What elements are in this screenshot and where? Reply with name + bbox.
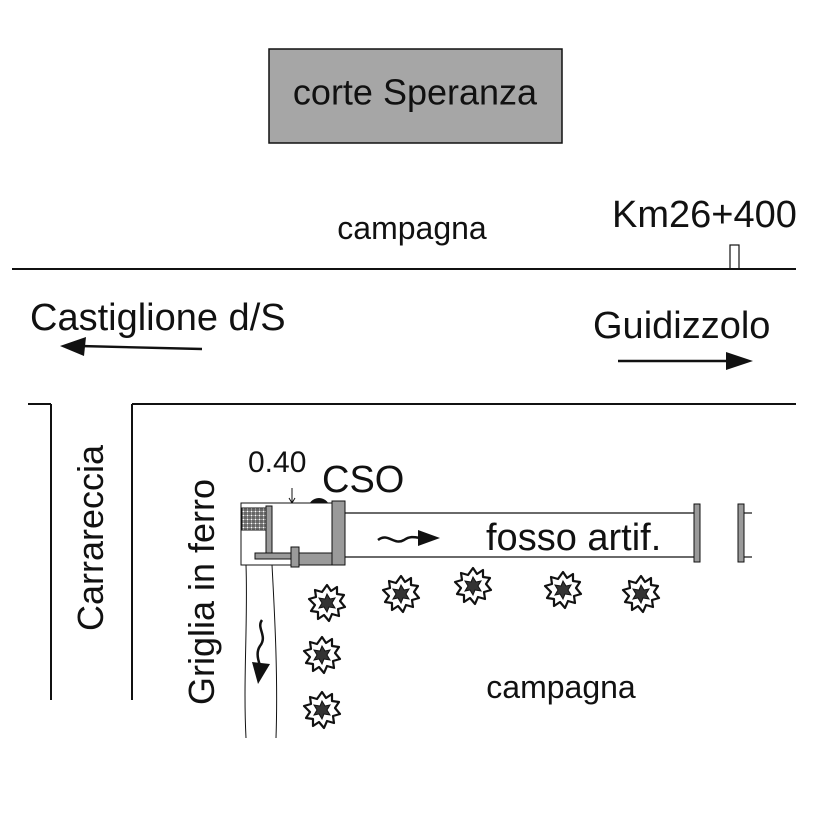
shrub-icon — [302, 690, 342, 730]
direction-label-castiglione: Castiglione d/S — [30, 297, 286, 339]
shrub-icon — [621, 574, 661, 614]
flow-arrow-icon — [377, 530, 440, 546]
arrow-right-icon — [618, 352, 753, 370]
dimension-label: 0.40 — [248, 446, 306, 479]
cso-label: CSO — [322, 459, 404, 501]
km-marker-label: Km26+400 — [612, 194, 797, 236]
direction-label-guidizzolo: Guidizzolo — [593, 305, 770, 347]
flow-arrow-down-icon — [252, 619, 270, 684]
iron-grate-icon — [241, 507, 267, 531]
building-corte-speranza: corte Speranza — [268, 48, 563, 144]
field-label-top: campagna — [337, 210, 487, 246]
field-label-bottom: campagna — [486, 669, 636, 705]
shrub-icon — [381, 574, 421, 614]
ditch-label: fosso artif. — [486, 517, 661, 559]
grate-label: Griglia in ferro — [181, 479, 222, 705]
km-marker: Km26+400 — [612, 194, 797, 270]
side-road-label: Carrareccia — [70, 444, 111, 631]
arrow-left-icon — [60, 337, 203, 356]
km-marker-post — [729, 244, 740, 270]
chamber-structure — [240, 500, 346, 568]
shrub-icon — [543, 570, 583, 610]
drain-channel — [244, 564, 278, 739]
ditch — [345, 503, 752, 563]
shrub-icon — [453, 566, 493, 606]
building-label: corte Speranza — [293, 72, 538, 113]
shrub-icon — [307, 583, 347, 623]
shrub-icon — [302, 635, 342, 675]
